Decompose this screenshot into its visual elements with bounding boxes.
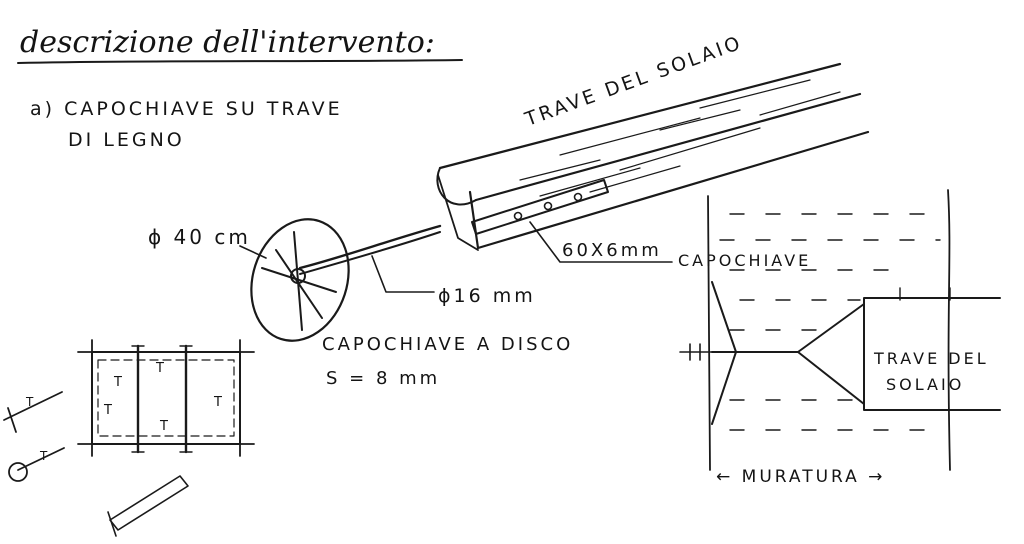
- heading-text: descrizione dell'intervento:: [20, 25, 435, 60]
- rod-diameter-label: ϕ16 mm: [438, 285, 536, 307]
- plan-sketch: [77, 339, 255, 457]
- rod-diameter-leader: [371, 255, 435, 293]
- tie-rod: [298, 224, 442, 270]
- anchor-plate: [471, 179, 609, 235]
- plan-tag-4: T: [213, 395, 225, 410]
- tie-rod-lower: [299, 231, 441, 275]
- disc-label: CAPOCHIAVE A DISCO: [322, 334, 573, 355]
- section-beam-label-2: SOLAIO: [886, 375, 964, 394]
- plan-tag-1: T: [113, 375, 125, 390]
- section-beam-label-1: TRAVE DEL: [873, 349, 989, 368]
- plan-tag-5: T: [159, 419, 171, 434]
- plate-label: CAPOCHIAVE: [678, 251, 811, 270]
- wall-label: ← MURATURA →: [716, 467, 885, 487]
- disc-diameter-label: ϕ 40 cm: [148, 225, 251, 249]
- item-a-line2: DI LEGNO: [68, 129, 185, 151]
- disc-anchor: [250, 218, 350, 342]
- plate-leader: [529, 221, 673, 263]
- disc-diameter-leader: [239, 245, 267, 259]
- plate-size-label: 60X6mm: [562, 240, 662, 261]
- item-a-line1: a) CAPOCHIAVE SU TRAVE: [30, 98, 343, 120]
- small-tag-1: T: [25, 395, 36, 409]
- floor-beam: [436, 62, 870, 251]
- small-anchor-sketches: [3, 391, 189, 537]
- plan-tag-2: T: [103, 403, 115, 418]
- plan-tag-3: T: [155, 361, 167, 376]
- disc-thickness-label: S = 8 mm: [326, 368, 440, 389]
- section-sketch: [679, 189, 1001, 471]
- small-tag-2: T: [39, 449, 50, 463]
- beam-label: TRAVE DEL SOLAIO: [521, 31, 745, 131]
- heading-underline: [17, 59, 463, 64]
